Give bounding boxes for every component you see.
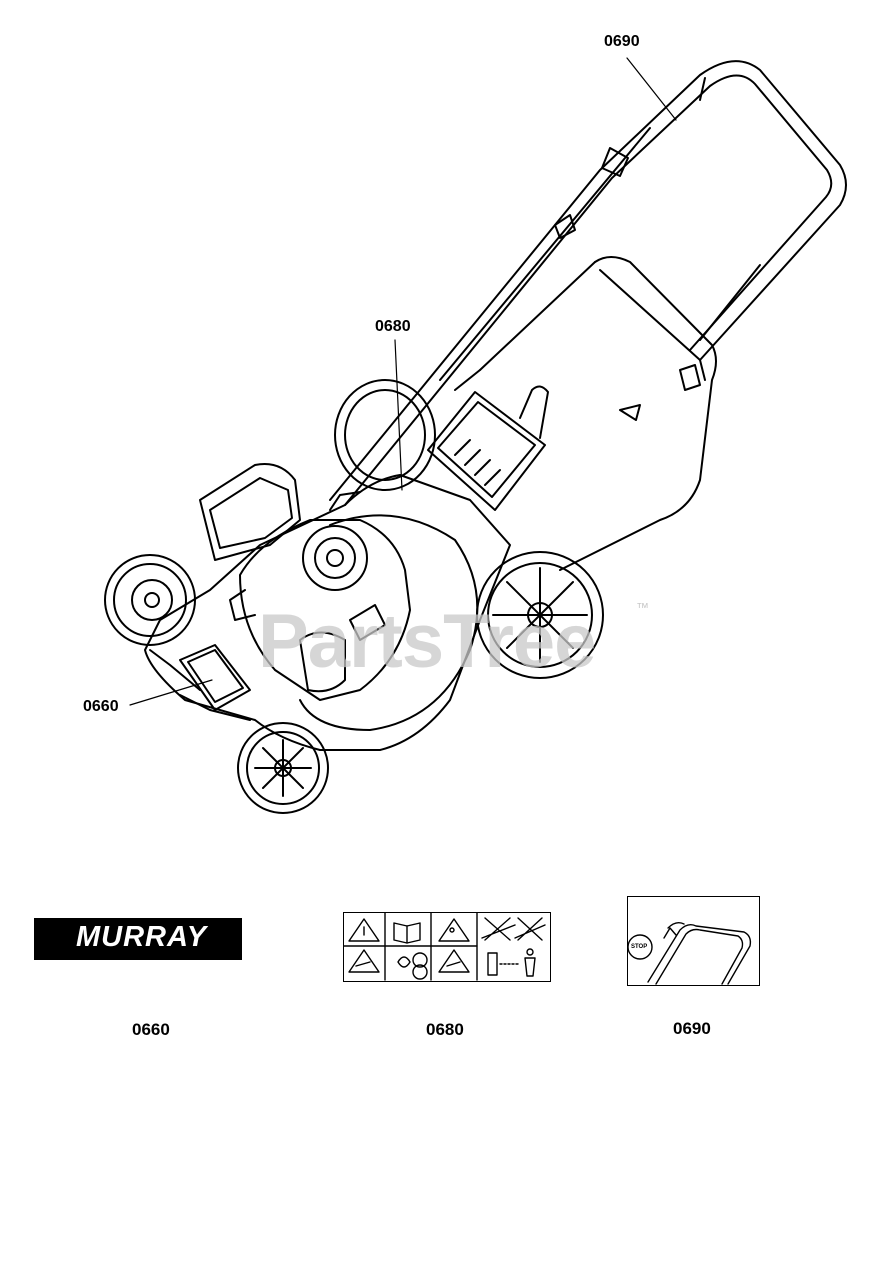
front-panel [179,644,251,711]
thrown-object-icon [438,918,470,942]
mower-handle [329,60,847,506]
wheel-rear-right [476,551,604,679]
watermark: PartsTree [258,599,596,684]
leader-0680 [394,339,403,491]
caption-0680: 0680 [426,1020,464,1039]
mower-deck [144,474,511,751]
wheel-front-left [104,554,196,646]
callout-0690: 0690 [604,33,640,50]
caption-0660: 0660 [132,1020,170,1039]
wheel-front-right [237,722,329,814]
murray-decal: MURRAY [34,918,242,960]
leader-0690 [626,57,677,121]
murray-brand-text: MURRAY [76,921,208,953]
caption-0690: 0690 [673,1019,711,1038]
stop-label: STOP [631,944,648,950]
mower-engine [199,463,411,701]
callout-0680: 0680 [375,318,411,335]
grass-bag [454,256,717,571]
stop-icon [627,934,653,960]
hand-blade-icon [348,949,380,973]
manual-book-icon [393,922,421,944]
warning-decal [343,912,551,982]
bag-door [427,385,549,511]
foot-blade-icon [438,949,470,973]
fire-hazard-icon [397,952,428,980]
leader-0660 [129,679,213,706]
no-slope-icon [481,917,546,941]
warning-decal-icons [343,912,546,981]
stop-decal-drawing [627,921,752,985]
bystander-distance-icon [487,948,536,977]
warning-triangle-icon [348,918,380,942]
callout-0660: 0660 [83,698,119,715]
watermark-tm: ™ [636,600,649,615]
wheel-rear-left [334,379,436,491]
stop-decal [627,896,760,986]
